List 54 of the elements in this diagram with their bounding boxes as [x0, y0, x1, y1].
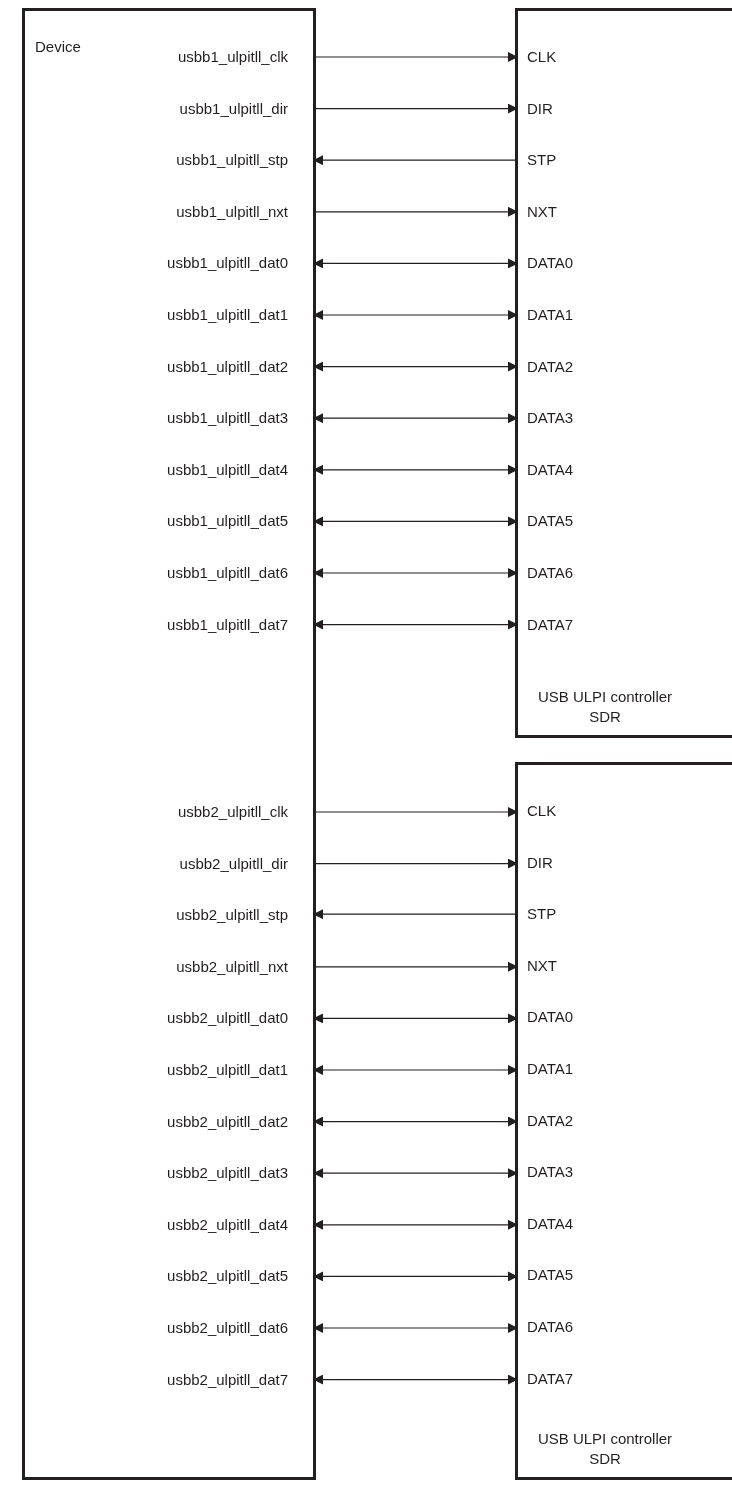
signal-name: usbb1_ulpitll_dat5 [167, 511, 313, 532]
signal-name: usbb2_ulpitll_nxt [176, 956, 313, 977]
signal-name: usbb2_ulpitll_dat2 [167, 1111, 313, 1132]
signal-name: usbb1_ulpitll_dat2 [167, 356, 313, 377]
signal-name: usbb1_ulpitll_dat4 [167, 459, 313, 480]
signal-name: usbb1_ulpitll_dat3 [167, 408, 313, 429]
pin-name: DATA3 [518, 408, 574, 429]
pin-name: NXT [518, 955, 557, 976]
signal-name: usbb1_ulpitll_dat1 [167, 305, 313, 325]
pin-name: DATA2 [518, 356, 574, 377]
pin-name: DATA6 [518, 563, 574, 583]
signal-name: usbb2_ulpitll_dat4 [167, 1214, 313, 1235]
pin-name: CLK [518, 47, 557, 67]
signal-name: usbb2_ulpitll_dat3 [167, 1163, 313, 1184]
signal-name: usbb1_ulpitll_dir [179, 98, 313, 119]
signal-name: usbb2_ulpitll_dat5 [167, 1266, 313, 1287]
pin-name: DATA7 [518, 1368, 574, 1389]
pin-name: DIR [518, 852, 553, 873]
pin-name: DATA4 [518, 459, 574, 480]
signal-name: usbb1_ulpitll_nxt [176, 201, 313, 222]
pin-name: DATA5 [518, 1265, 574, 1286]
pin-name: DATA2 [518, 1110, 574, 1131]
controller-block [515, 762, 732, 1480]
controller-block [515, 8, 732, 738]
signal-name: usbb1_ulpitll_dat7 [167, 614, 313, 635]
signal-name: usbb1_ulpitll_dat0 [167, 253, 313, 274]
signal-name: usbb2_ulpitll_dir [179, 853, 313, 874]
pin-name: CLK [518, 801, 557, 821]
pin-name: DATA6 [518, 1317, 574, 1337]
pin-name: DATA0 [518, 1007, 574, 1028]
pin-name: STP [518, 904, 557, 925]
signal-name: usbb2_ulpitll_dat1 [167, 1060, 313, 1080]
signal-name: usbb1_ulpitll_clk [177, 47, 313, 67]
pin-name: DATA7 [518, 614, 574, 635]
signal-name: usbb2_ulpitll_dat7 [167, 1369, 313, 1390]
block-title: USB ULPI controller SDR [536, 1429, 674, 1469]
pin-name: DATA1 [518, 1059, 574, 1079]
signal-name: usbb2_ulpitll_stp [176, 905, 313, 926]
pin-name: DATA3 [518, 1162, 574, 1183]
pin-name: NXT [518, 201, 557, 222]
signal-name: usbb1_ulpitll_stp [176, 150, 313, 171]
device-block [22, 8, 316, 1480]
signal-name: usbb1_ulpitll_dat6 [167, 563, 313, 583]
pin-name: DATA0 [518, 253, 574, 274]
pin-name: DATA4 [518, 1213, 574, 1234]
pin-name: DATA1 [518, 305, 574, 325]
pin-name: DATA5 [518, 511, 574, 532]
signal-name: usbb2_ulpitll_dat6 [167, 1318, 313, 1338]
signal-name: usbb2_ulpitll_clk [177, 802, 313, 822]
signal-name: usbb2_ulpitll_dat0 [167, 1008, 313, 1029]
block-title: USB ULPI controller SDR [536, 687, 674, 727]
pin-name: STP [518, 150, 557, 171]
block-title: Device [35, 37, 81, 57]
pin-name: DIR [518, 98, 553, 119]
